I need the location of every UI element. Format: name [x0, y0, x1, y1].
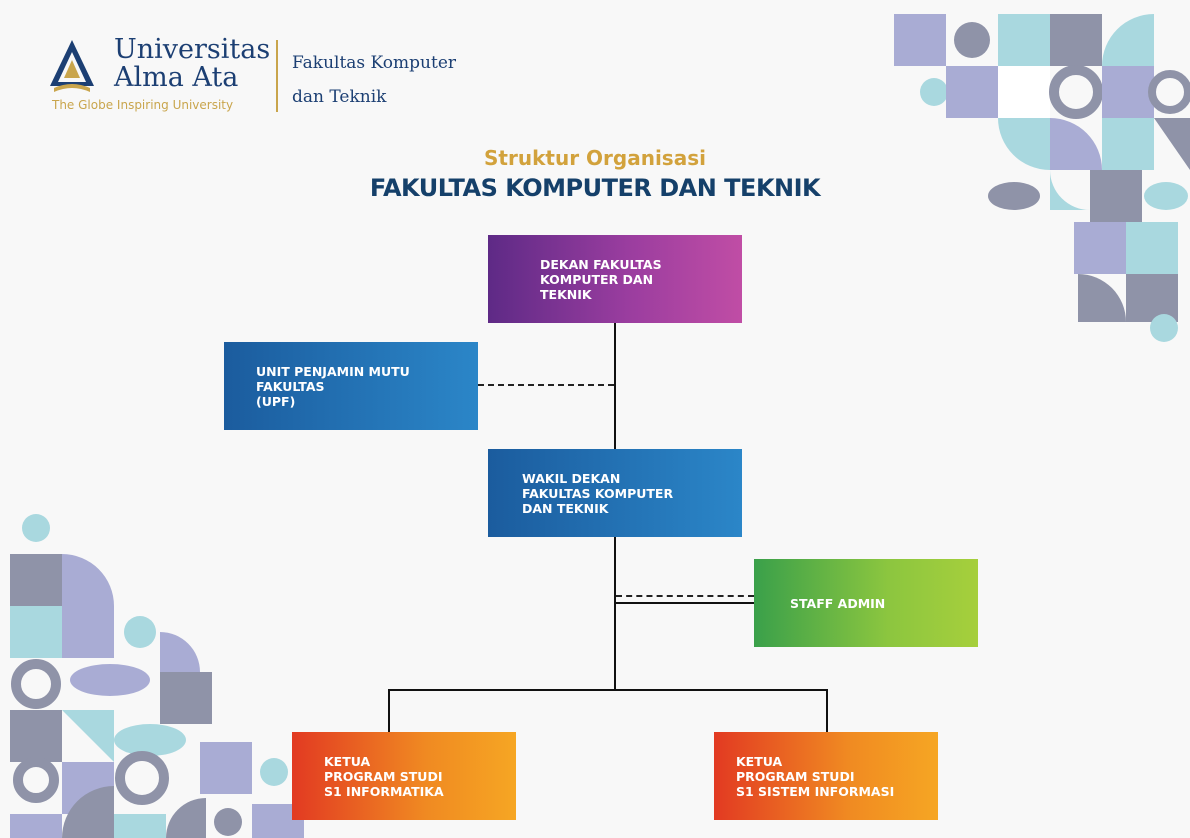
chart-title: FAKULTAS KOMPUTER DAN TEKNIK	[369, 174, 821, 202]
org-box-upf: UNIT PENJAMIN MUTU FAKULTAS (UPF)	[224, 342, 478, 430]
university-logo-icon	[50, 40, 94, 92]
connector-wakil-branch	[614, 537, 616, 689]
chart-subtitle: Struktur Organisasi	[484, 146, 706, 170]
org-box-staff-admin-label: STAFF ADMIN	[790, 595, 886, 611]
org-box-wakil-dekan-label: WAKIL DEKAN FAKULTAS KOMPUTER DAN TEKNIK	[522, 470, 674, 516]
connector-dekan-wakil	[614, 323, 616, 449]
org-box-kaprodi-informatika-label: KETUA PROGRAM STUDI S1 INFORMATIKA	[324, 753, 444, 799]
decorative-pattern-bottom-left	[10, 514, 304, 838]
org-box-wakil-dekan: WAKIL DEKAN FAKULTAS KOMPUTER DAN TEKNIK	[488, 449, 742, 537]
connector-staff-solid	[616, 602, 754, 604]
org-box-upf-label: UNIT PENJAMIN MUTU FAKULTAS (UPF)	[256, 363, 410, 409]
connector-kaprodi-if	[388, 689, 390, 732]
connector-staff-dashed	[616, 595, 754, 597]
connector-upf-dashed	[478, 384, 614, 386]
university-tagline: The Globe Inspiring University	[52, 98, 234, 112]
org-box-kaprodi-sistem-informasi-label: KETUA PROGRAM STUDI S1 SISTEM INFORMASI	[736, 753, 895, 799]
connector-kaprodi-si	[826, 689, 828, 732]
org-box-kaprodi-informatika: KETUA PROGRAM STUDI S1 INFORMATIKA	[292, 732, 516, 820]
org-box-dekan: DEKAN FAKULTAS KOMPUTER DAN TEKNIK	[488, 235, 742, 323]
org-box-dekan-label: DEKAN FAKULTAS KOMPUTER DAN TEKNIK	[540, 256, 662, 302]
decorative-pattern-top-right	[894, 14, 1190, 342]
header-divider	[276, 40, 278, 112]
connector-horizontal-bar	[388, 689, 828, 691]
faculty-name: Fakultas Komputer dan Teknik	[292, 53, 457, 107]
org-box-kaprodi-sistem-informasi: KETUA PROGRAM STUDI S1 SISTEM INFORMASI	[714, 732, 938, 820]
org-box-staff-admin: STAFF ADMIN	[754, 559, 978, 647]
university-name: Universitas Alma Ata	[114, 34, 271, 93]
